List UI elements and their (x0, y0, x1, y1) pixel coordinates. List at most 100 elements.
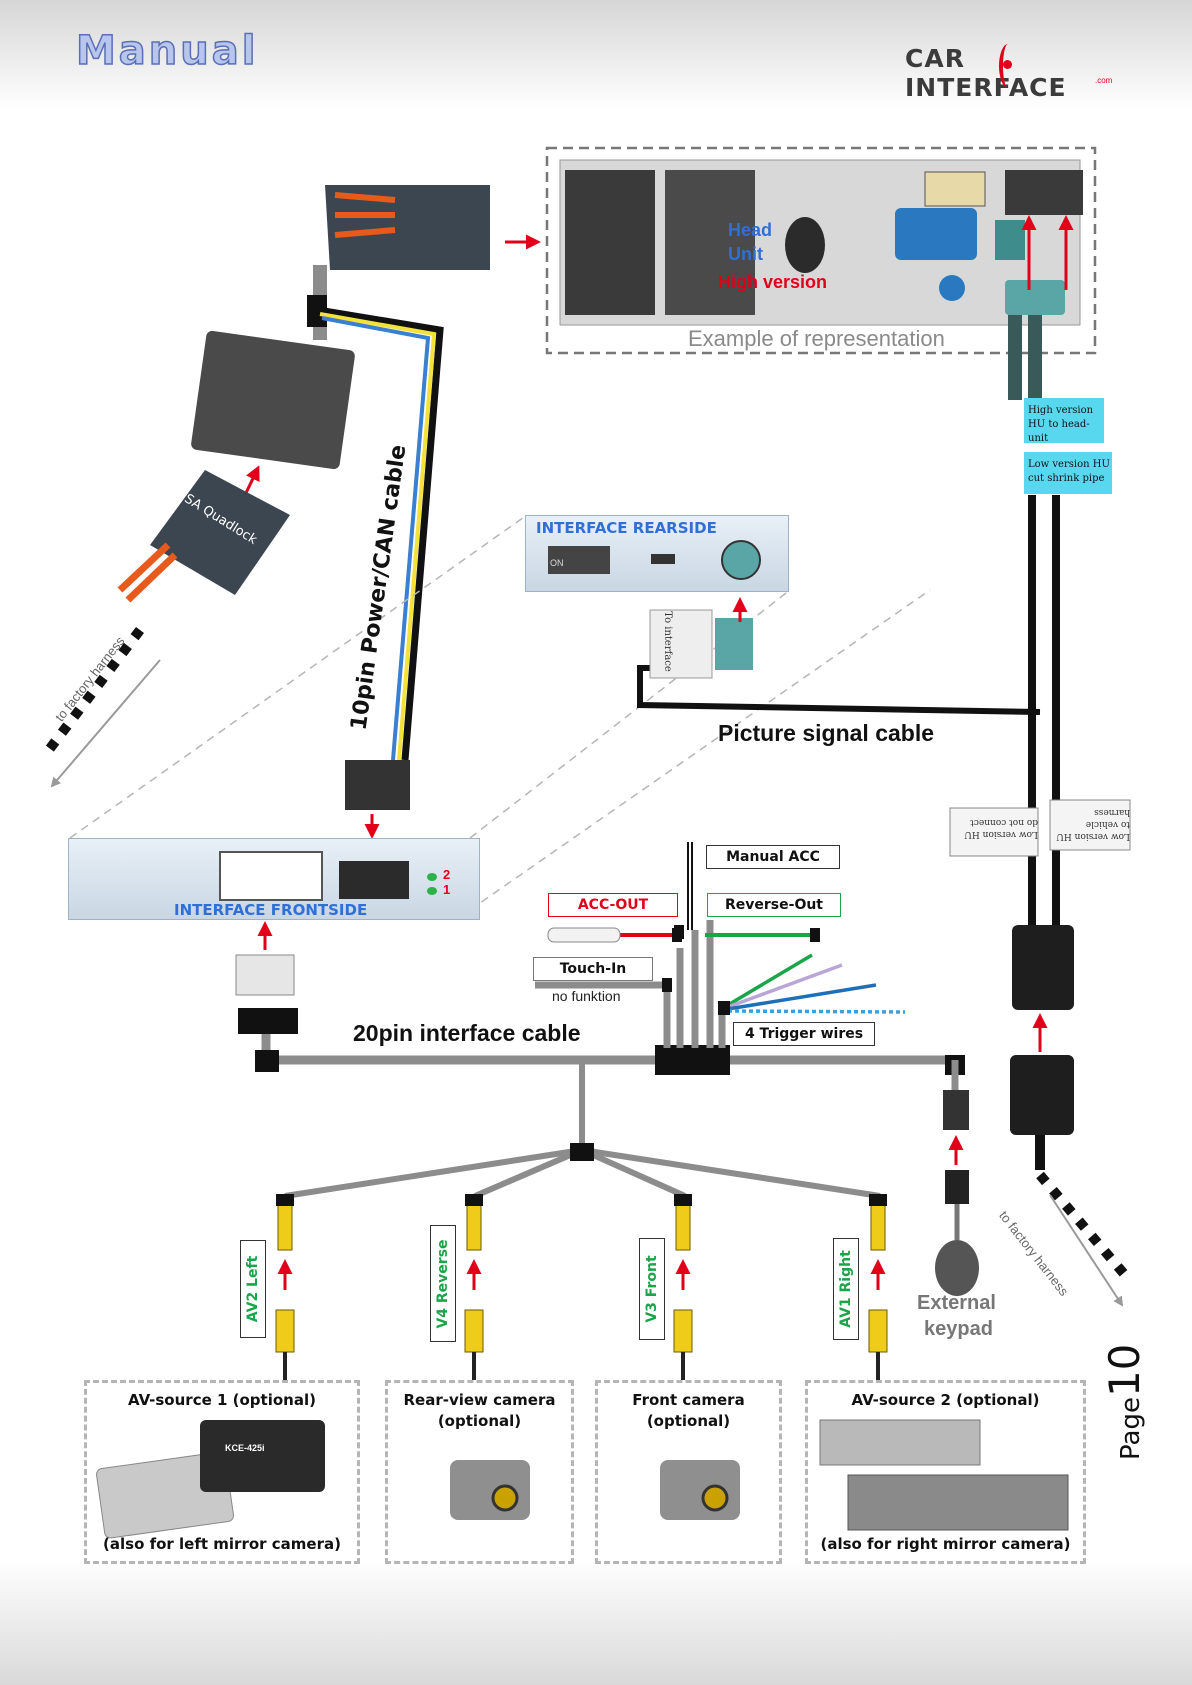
rear-camera-lens (491, 1484, 519, 1512)
av-source-1-device-label: KCE-425i (225, 1443, 265, 1453)
front-camera-box: Front camera (optional) (595, 1380, 782, 1564)
input-av1-right-text: AV1 Right (838, 1250, 854, 1328)
head-unit-fakra-blue (895, 208, 977, 260)
no-function-label: no funktion (552, 988, 621, 1004)
20pin-splitter (655, 1045, 730, 1075)
acc-out-box: ACC-OUT (548, 893, 678, 917)
trigger-wires (727, 953, 906, 1014)
right-harness-label-left (949, 807, 1039, 857)
picture-signal-cable-label: Picture signal cable (718, 720, 935, 746)
head-unit-fakra-small (939, 275, 965, 301)
arrow-factory-left (50, 659, 161, 788)
harness-tag-high: High version HU to head-unit (1028, 405, 1094, 444)
page-number-value: 10 (1100, 1343, 1149, 1398)
head-unit-label-1: Head (728, 220, 773, 240)
keypad-socket (943, 1090, 969, 1130)
page-label: Page (1116, 1397, 1146, 1460)
dip-switch-on-label: ON (550, 558, 564, 568)
trigger-wires-node (718, 1001, 730, 1015)
rear-camera-title-1: Rear-view camera (403, 1391, 556, 1409)
rca-plugs (275, 1203, 888, 1353)
input-v4-reverse-text: V4 Reverse (435, 1238, 451, 1329)
rear-camera-title-2: (optional) (437, 1412, 522, 1430)
av-source-1-title: AV-source 1 (optional) (128, 1391, 316, 1409)
input-v3-front: V3 Front (639, 1238, 665, 1340)
rca-source-wires (283, 1352, 880, 1380)
av-hub (570, 1143, 594, 1161)
input-v3-front-text: V3 Front (644, 1255, 660, 1323)
20pin-end-block-left (255, 1050, 279, 1072)
arrow-factory-right (1049, 1194, 1124, 1307)
trigger-wires-box: 4 Trigger wires (733, 1022, 875, 1046)
keypad-plug (945, 1170, 969, 1204)
head-unit-label-3: High version (718, 272, 828, 292)
touch-in-box: Touch-In (533, 957, 653, 981)
head-unit-fakra-top (924, 171, 986, 207)
picture-signal-cable (637, 665, 1041, 715)
rca-arrows (277, 1259, 886, 1290)
input-v4-reverse: V4 Reverse (430, 1225, 456, 1342)
harness-tag-do-not-connect: Low version HU do not connect (964, 817, 1038, 839)
arrow-psa-up (243, 465, 260, 496)
page-header-band (0, 0, 1192, 110)
harness-tag-low: Low version HU cut shrink pipe (1028, 459, 1110, 484)
psa-quadlock-plug (150, 470, 290, 595)
dip-switch[interactable]: ON (548, 546, 610, 574)
input-av1-right: AV1 Right (833, 1238, 859, 1340)
interface-frontside-module: 2 1 INTERFACE FRONTSIDE (68, 838, 480, 920)
right-harness-label-right (1049, 799, 1131, 851)
head-unit-label-2: Unit (728, 244, 763, 264)
led-1-icon (427, 887, 437, 895)
car-interface-logo: CAR INTERFACE .com (905, 38, 1125, 102)
fakra-cable-right (1008, 300, 1042, 400)
fakra-plug-pair (1005, 280, 1065, 315)
interface-frontside-label: INTERFACE FRONTSIDE (174, 901, 368, 919)
led-2-icon (427, 873, 437, 881)
av-source-1-box: AV-source 1 (optional) KCE-425i (also fo… (84, 1380, 360, 1564)
head-unit-knob (785, 217, 825, 273)
head-unit-frame (545, 146, 1097, 355)
av-source-2-title: AV-source 2 (optional) (851, 1391, 1040, 1409)
20pin-plug (235, 954, 295, 996)
picture-signal-fakra (715, 618, 753, 670)
front-camera-lens (701, 1484, 729, 1512)
input-av2-left-text: AV2 Left (245, 1255, 261, 1323)
front-camera-title-2: (optional) (646, 1412, 731, 1430)
to-interface-label: To interface (661, 611, 673, 672)
dvd-unit-bottom (847, 1474, 1069, 1531)
dvd-unit-top (819, 1419, 981, 1466)
right-harness-connector (1012, 925, 1074, 1010)
interface-rearside-module: INTERFACE REARSIDE ON (525, 515, 789, 592)
alpine-box-black (200, 1420, 325, 1492)
left-factory-dashes (41, 626, 144, 759)
harness-tag-high-bg (1024, 398, 1104, 443)
led-2-label: 2 (443, 867, 451, 882)
head-unit-fakra-green (995, 220, 1025, 260)
logo-domain: .com (1095, 76, 1113, 85)
led-1-label: 1 (443, 882, 451, 897)
interface-rearside-label: INTERFACE REARSIDE (536, 519, 717, 537)
head-unit-fakra-hv (1005, 170, 1083, 215)
head-unit-socket-2 (665, 170, 755, 315)
psa-quadlock-harness (325, 185, 490, 270)
reverse-out-box: Reverse-Out (707, 893, 841, 917)
right-factory-dashes (1036, 1171, 1129, 1279)
power-can-cable-yellow (319, 312, 437, 761)
external-keypad-label-1: External (917, 1292, 996, 1314)
input-av2-left: AV2 Left (240, 1240, 266, 1338)
10pin-socket (339, 861, 409, 899)
external-keypad-label-2: keypad (924, 1318, 993, 1340)
psa-wires (117, 542, 178, 603)
manual-title: Manual (75, 27, 259, 75)
rca-caps (276, 1194, 887, 1206)
picture-signal-plug-label (649, 609, 713, 679)
page-footer-band (0, 1560, 1192, 1685)
av-branches (284, 1064, 881, 1199)
head-unit-caption: Example of representation (688, 326, 945, 351)
harness-tag-vehicle: Low version HU to vehicle harness (1056, 807, 1130, 841)
acc-out-fuse (547, 927, 621, 943)
av-source-2-box: AV-source 2 (optional) (also for right m… (805, 1380, 1086, 1564)
logo-dot-icon (1003, 60, 1012, 69)
20pin-plug-block (238, 1008, 298, 1034)
